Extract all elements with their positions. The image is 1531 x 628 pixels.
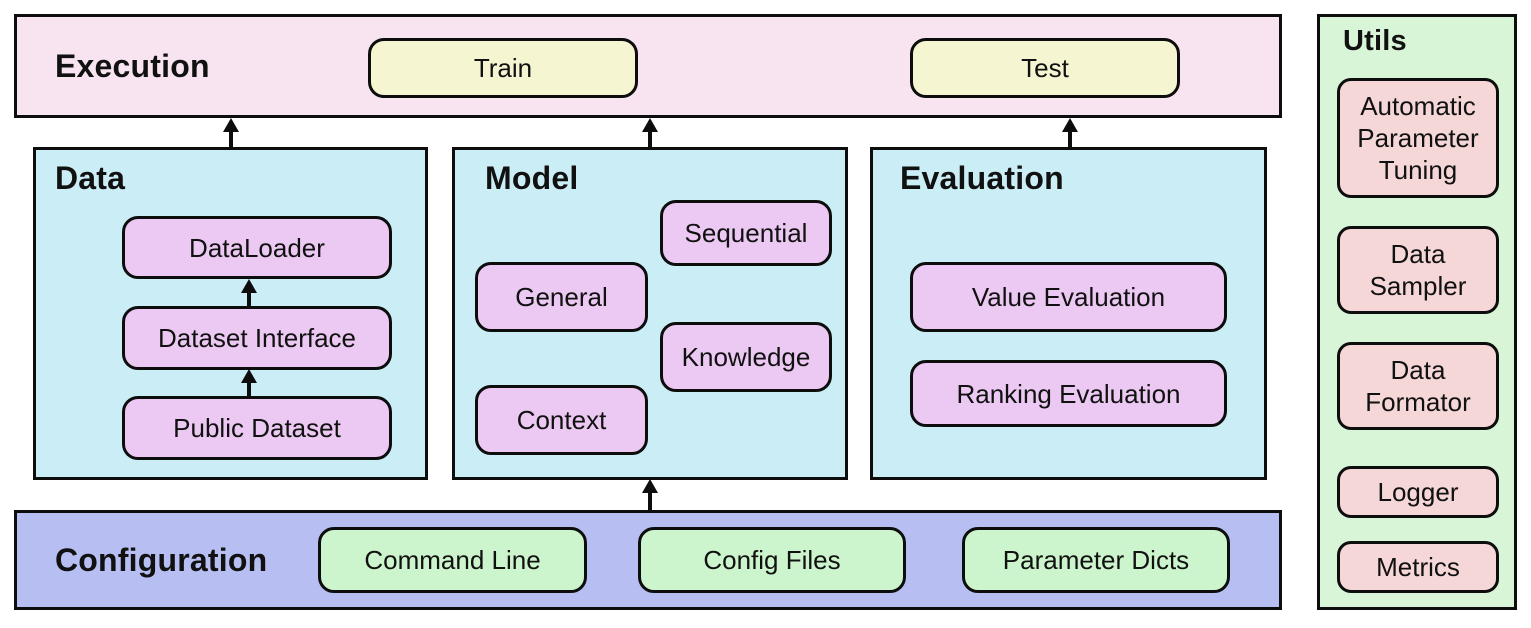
- arrowhead-icon: [241, 279, 257, 293]
- utils-title: Utils: [1343, 25, 1407, 57]
- arrow-public-dataset-to-dataset-interface: [241, 369, 257, 397]
- node-metrics: Metrics: [1337, 541, 1499, 593]
- node-public-dataset: Public Dataset: [122, 396, 392, 460]
- evaluation-section: Evaluation Value Evaluation Ranking Eval…: [870, 147, 1267, 480]
- arrow-stem: [229, 129, 233, 148]
- configuration-title: Configuration: [55, 541, 268, 578]
- arrow-stem: [648, 129, 652, 148]
- arrowhead-icon: [223, 118, 239, 132]
- arrow-data-to-execution: [223, 118, 239, 148]
- utils-section: Utils Automatic Parameter Tuning Data Sa…: [1317, 14, 1517, 610]
- arrowhead-icon: [241, 369, 257, 383]
- data-title: Data: [55, 160, 126, 196]
- arrowhead-icon: [1062, 118, 1078, 132]
- node-train: Train: [368, 38, 638, 98]
- arrow-configuration-to-model: [642, 479, 658, 511]
- model-title: Model: [485, 160, 579, 196]
- node-ranking-evaluation: Ranking Evaluation: [910, 360, 1227, 427]
- arrow-model-to-execution: [642, 118, 658, 148]
- arrow-stem: [1068, 129, 1072, 148]
- node-context: Context: [475, 385, 648, 455]
- evaluation-title: Evaluation: [900, 160, 1064, 196]
- node-data-formator: Data Formator: [1337, 342, 1499, 430]
- node-parameter-dicts: Parameter Dicts: [962, 527, 1230, 593]
- arrow-stem: [247, 380, 251, 397]
- data-section: Data DataLoader Dataset Interface Public…: [33, 147, 428, 480]
- configuration-section: Configuration Command Line Config Files …: [14, 510, 1282, 610]
- node-automatic-parameter-tuning: Automatic Parameter Tuning: [1337, 78, 1499, 198]
- execution-section: Execution Train Test: [14, 14, 1282, 118]
- arrow-evaluation-to-execution: [1062, 118, 1078, 148]
- node-data-sampler: Data Sampler: [1337, 226, 1499, 314]
- node-knowledge: Knowledge: [660, 322, 832, 392]
- arrow-stem: [648, 490, 652, 511]
- node-test: Test: [910, 38, 1180, 98]
- node-command-line: Command Line: [318, 527, 587, 593]
- execution-title: Execution: [55, 47, 210, 84]
- node-config-files: Config Files: [638, 527, 906, 593]
- node-general: General: [475, 262, 648, 332]
- model-section: Model Sequential General Knowledge Conte…: [452, 147, 848, 480]
- node-dataloader: DataLoader: [122, 216, 392, 279]
- node-value-evaluation: Value Evaluation: [910, 262, 1227, 332]
- node-dataset-interface: Dataset Interface: [122, 306, 392, 370]
- node-sequential: Sequential: [660, 200, 832, 266]
- arrow-stem: [247, 290, 251, 307]
- arrowhead-icon: [642, 118, 658, 132]
- arrow-dataset-interface-to-dataloader: [241, 279, 257, 307]
- arrowhead-icon: [642, 479, 658, 493]
- node-logger: Logger: [1337, 466, 1499, 518]
